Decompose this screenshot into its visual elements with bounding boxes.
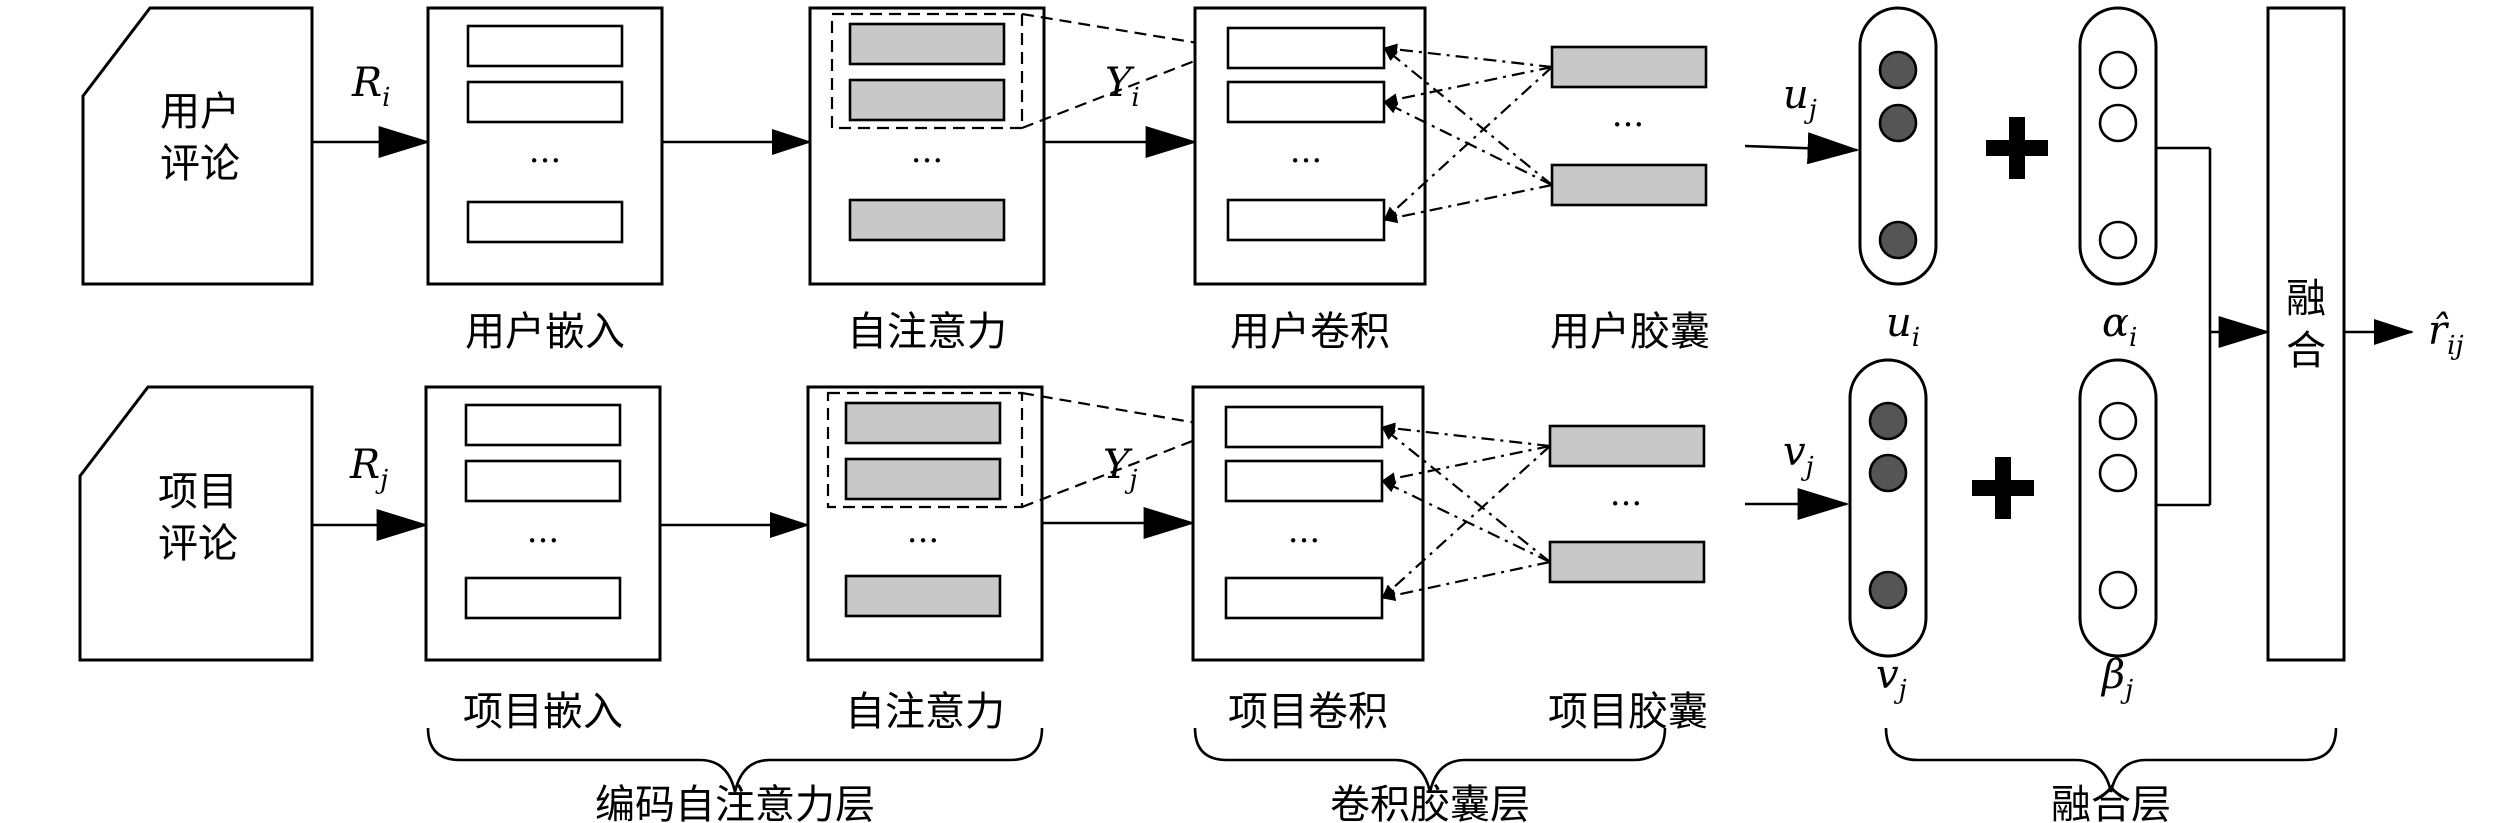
user-attention-window xyxy=(830,12,1024,130)
user-capsule-label: 用户胶囊 xyxy=(1550,309,1710,355)
user-coef-label: αi xyxy=(2102,300,2137,353)
item-coef-node xyxy=(2098,401,2138,441)
user-branch: 用户 评论 Ri ... 用户嵌入 ... 自注意力 Yi ... 用户卷积 xyxy=(81,6,2212,355)
item-conv-row xyxy=(1224,576,1384,620)
user-review-line2: 评论 xyxy=(160,141,240,187)
user-vector-input-arrow xyxy=(1744,132,1860,165)
item-attention-row xyxy=(844,574,1002,618)
item-coef-node xyxy=(2098,453,2138,493)
user-y-label: Yi xyxy=(1105,60,1140,113)
item-attention-label: 自注意力 xyxy=(845,689,1005,735)
item-coef-node xyxy=(2098,570,2138,610)
user-attention-label: 自注意力 xyxy=(847,309,1007,355)
item-input-label: Rj xyxy=(349,442,388,495)
user-coef-node xyxy=(2098,103,2138,143)
user-review-line1: 用户 xyxy=(160,89,240,135)
item-vector-node xyxy=(1868,570,1908,610)
user-capsule xyxy=(1550,45,1708,89)
item-attention-row xyxy=(844,401,1002,445)
fusion-block: 融 合 r̂ij xyxy=(2210,6,2464,662)
item-conv-label: 项目卷积 xyxy=(1228,689,1388,735)
user-coef-node xyxy=(2098,220,2138,260)
item-plus-icon xyxy=(1972,457,2034,519)
encoder-brace xyxy=(426,727,1044,793)
item-attention-ellipsis: ... xyxy=(907,511,939,551)
user-conv-label: 用户卷积 xyxy=(1230,309,1390,355)
user-embed-row xyxy=(466,80,624,124)
fusion-layer-label: 融合层 xyxy=(2051,782,2171,823)
item-vector-input-label: vj xyxy=(1783,429,1814,482)
prediction-label: r̂ij xyxy=(2428,308,2464,361)
user-review-doc xyxy=(81,6,314,286)
item-vector-label: vj xyxy=(1876,652,1907,705)
item-coef-label: βj xyxy=(2100,652,2133,705)
fusion-brace xyxy=(1884,727,2338,793)
user-attention-row xyxy=(848,22,1006,66)
item-embed-row xyxy=(464,403,622,447)
item-embed-row xyxy=(464,459,622,503)
item-attention-row xyxy=(844,457,1002,501)
item-capsule-label: 项目胶囊 xyxy=(1548,689,1708,735)
user-conv-row xyxy=(1226,80,1386,124)
user-vector-node xyxy=(1878,220,1918,260)
item-capsule-ellipsis: ... xyxy=(1610,474,1642,514)
item-review-doc xyxy=(78,385,314,662)
item-branch: 项目 评论 Rj ... 项目嵌入 ... 自注意力 Yj ... 项目卷积 xyxy=(78,332,2212,735)
user-capsule-ellipsis: ... xyxy=(1612,95,1644,135)
item-vector-node xyxy=(1868,401,1908,441)
item-embed-ellipsis: ... xyxy=(527,511,559,551)
user-capsule xyxy=(1550,163,1708,207)
user-conv-ellipsis: ... xyxy=(1290,131,1322,171)
encoder-layer-label: 编码自注意力层 xyxy=(595,782,875,823)
user-attention-ellipsis: ... xyxy=(911,131,943,171)
conv-caps-layer-label: 卷积胶囊层 xyxy=(1330,782,1530,823)
item-capsule xyxy=(1548,424,1706,468)
item-vector xyxy=(1848,358,1928,658)
user-conv-row xyxy=(1226,198,1386,242)
user-vector-node xyxy=(1878,103,1918,143)
user-embed-ellipsis: ... xyxy=(529,131,561,171)
user-attention-row xyxy=(848,78,1006,122)
conv-caps-brace xyxy=(1193,727,1667,793)
user-vector-input-label: uj xyxy=(1783,72,1817,125)
layer-braces: 编码自注意力层 卷积胶囊层 融合层 xyxy=(426,727,2338,823)
item-review-line2: 评论 xyxy=(158,521,238,567)
item-coef-vector xyxy=(2078,358,2158,658)
fusion-label-line2: 合 xyxy=(2286,328,2326,374)
user-embed-row xyxy=(466,24,624,68)
item-conv-row xyxy=(1224,459,1384,503)
user-coef-node xyxy=(2098,50,2138,90)
item-conv-row xyxy=(1224,405,1384,449)
user-conv-row xyxy=(1226,26,1386,70)
user-embed-row xyxy=(466,200,624,244)
item-vector-node xyxy=(1868,453,1908,493)
user-coef-vector xyxy=(2078,6,2158,286)
item-embed-row xyxy=(464,576,622,620)
user-vector-node xyxy=(1878,50,1918,90)
fusion-label-line1: 融 xyxy=(2286,276,2326,322)
item-conv-ellipsis: ... xyxy=(1288,511,1320,551)
fusion-box xyxy=(2266,6,2346,662)
item-embed-label: 项目嵌入 xyxy=(463,689,623,735)
user-vector-label: ui xyxy=(1886,300,1920,353)
item-capsule xyxy=(1548,540,1706,584)
user-embed-label: 用户嵌入 xyxy=(465,309,625,355)
user-routing-lines xyxy=(1383,43,1553,224)
user-input-label: Ri xyxy=(351,60,390,113)
item-review-line1: 项目 xyxy=(158,469,238,515)
user-attention-row xyxy=(848,198,1006,242)
user-plus-icon xyxy=(1986,117,2048,179)
item-attention-window xyxy=(826,391,1024,509)
item-routing-lines xyxy=(1381,422,1551,602)
user-vector xyxy=(1858,6,1938,286)
